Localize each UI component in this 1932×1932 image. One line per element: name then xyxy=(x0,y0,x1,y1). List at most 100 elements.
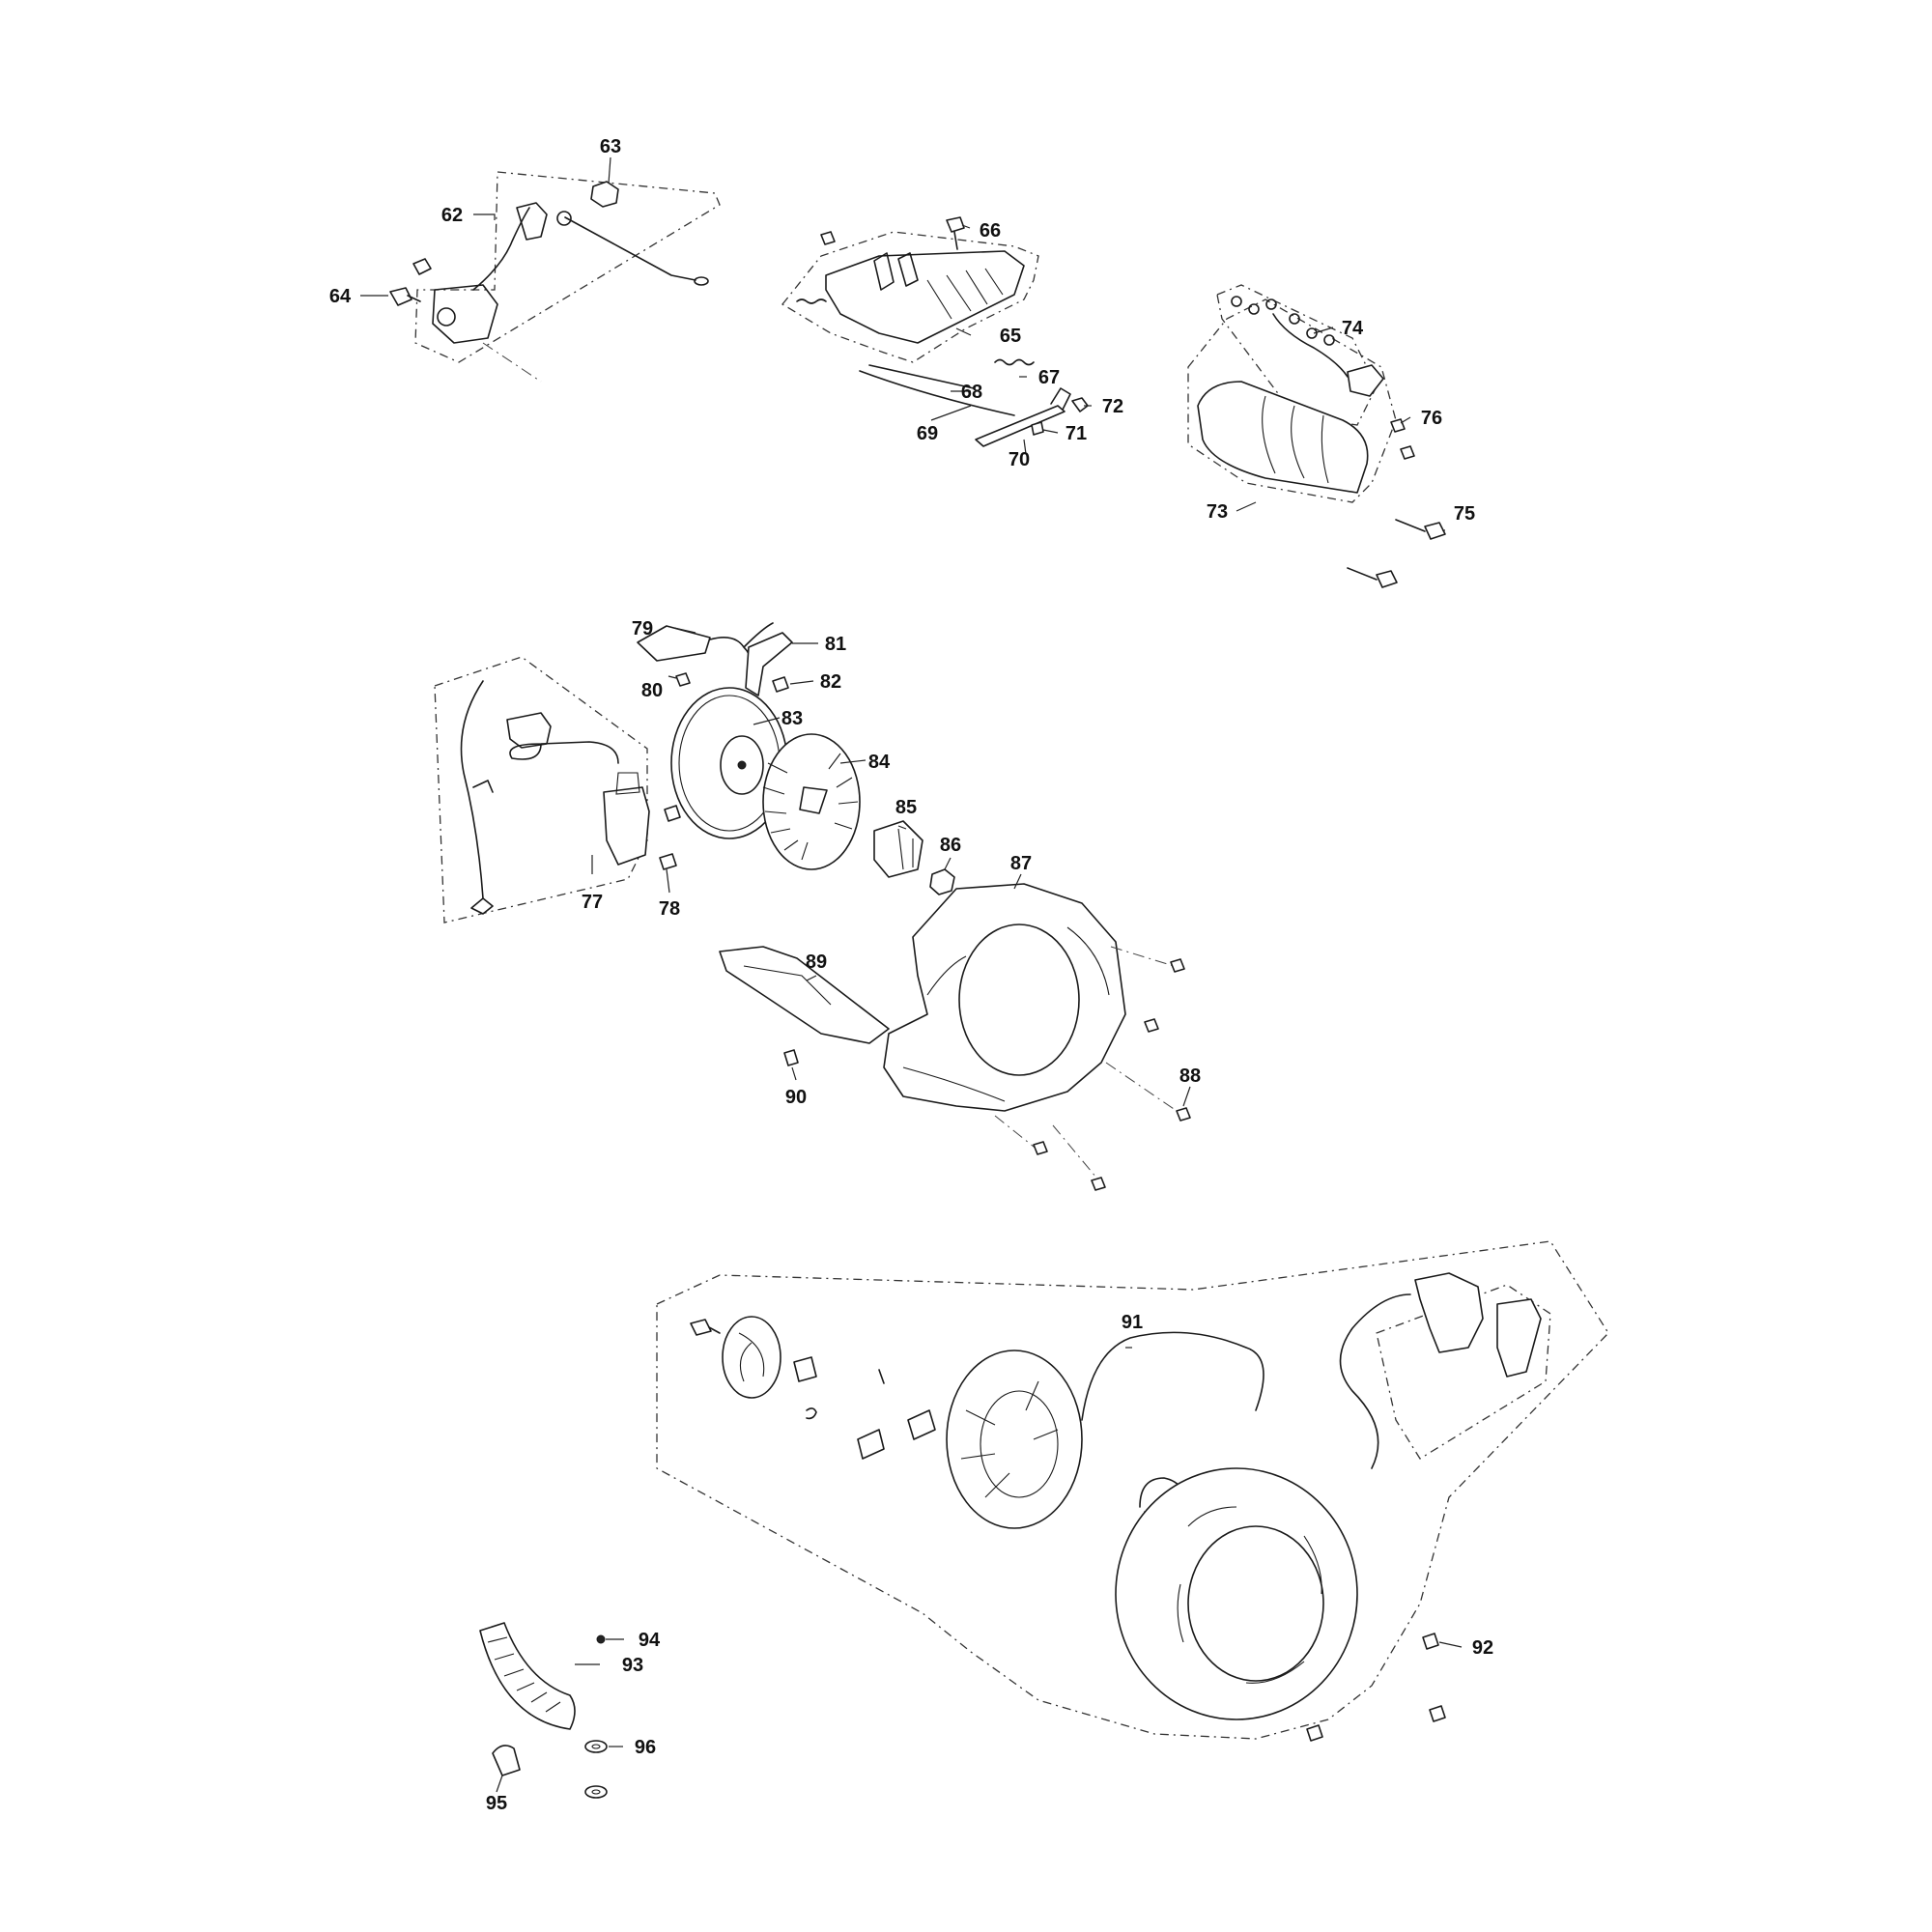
governor-cover-body xyxy=(825,250,1025,344)
label-76: 76 xyxy=(1421,408,1442,429)
group-62-boundary xyxy=(414,171,721,363)
washer-lower-icon xyxy=(584,1785,608,1799)
starter-motor-group xyxy=(1187,284,1446,588)
label-88: 88 xyxy=(1179,1065,1201,1087)
bolt-75-icon xyxy=(1424,522,1446,540)
handle-grip-insert xyxy=(1496,1298,1542,1378)
cap-95-icon xyxy=(492,1745,521,1776)
air-guide-89 xyxy=(719,946,890,1044)
sensor-mount-hole xyxy=(437,307,456,327)
washer-lower-hole xyxy=(591,1789,601,1795)
label-66: 66 xyxy=(980,220,1001,242)
solenoid-icon xyxy=(1347,364,1384,397)
bolt-64-shank xyxy=(407,295,421,302)
nut-74d-icon xyxy=(1289,313,1300,325)
label-73: 73 xyxy=(1207,501,1228,523)
spring-left xyxy=(796,298,827,304)
housing-axis-bottom xyxy=(994,1115,1102,1184)
screw-76-icon xyxy=(1390,418,1406,433)
bolt-lower-shank xyxy=(1347,567,1378,581)
clamp-band-93 xyxy=(479,1622,576,1730)
oil-sensor-body xyxy=(432,284,498,344)
sensor-79-icon xyxy=(637,625,711,662)
bolt-75-shank xyxy=(1395,519,1426,532)
pulley-inner xyxy=(980,1390,1059,1498)
label-81: 81 xyxy=(825,634,846,655)
screw-76b-icon xyxy=(1400,445,1415,460)
label-65: 65 xyxy=(1000,326,1021,347)
label-93: 93 xyxy=(622,1655,643,1676)
bolt-coil-icon xyxy=(664,805,681,822)
ignition-lead xyxy=(460,680,484,899)
starter-cup-85 xyxy=(873,820,923,878)
label-89: 89 xyxy=(806,952,827,973)
label-67: 67 xyxy=(1038,367,1060,388)
spark-plug-cap xyxy=(506,712,552,749)
nut-74c-icon xyxy=(1265,298,1277,310)
label-62: 63 xyxy=(600,136,621,157)
label-69: 69 xyxy=(917,423,938,444)
housing-contour xyxy=(902,926,1110,1102)
label-71: 71 xyxy=(1065,423,1087,444)
label-68: 68 xyxy=(961,382,982,403)
label-95: 95 xyxy=(486,1793,507,1814)
housing-axis-top xyxy=(1110,946,1175,967)
screw-66-icon xyxy=(946,216,965,233)
tie-clip xyxy=(470,780,494,915)
governor-rod-68 xyxy=(868,364,975,389)
label-86: 86 xyxy=(940,835,961,856)
rope-pulley xyxy=(946,1350,1083,1529)
spring-67 xyxy=(994,358,1035,366)
flywheel-group xyxy=(637,622,955,895)
label-96: 96 xyxy=(635,1737,656,1758)
washer-96-icon xyxy=(584,1740,608,1753)
label-84: 84 xyxy=(868,752,891,773)
screw-66-shank xyxy=(953,231,958,250)
bolt-recoil-left-icon xyxy=(690,1319,712,1336)
coil-wire xyxy=(509,741,619,764)
spring-cylinder xyxy=(793,1356,817,1382)
label-78: 78 xyxy=(659,898,680,920)
sensor-wire xyxy=(564,216,696,281)
bolt-small-icon xyxy=(412,258,432,275)
label-92: 92 xyxy=(1472,1637,1493,1659)
cover-bracket xyxy=(873,252,919,291)
label-70: 70 xyxy=(1009,449,1030,470)
cover-ribs xyxy=(926,268,1004,320)
screw-82-icon xyxy=(772,676,789,693)
ratchet-pin xyxy=(878,1369,885,1384)
label-94: 94 xyxy=(639,1630,661,1651)
label-72: 72 xyxy=(1102,396,1123,417)
bolt-90-icon xyxy=(783,1049,799,1066)
label-85: 85 xyxy=(895,797,917,818)
leader-lines xyxy=(360,156,1463,1793)
label-62b: 62 xyxy=(441,205,463,226)
starter-cable xyxy=(1272,313,1349,378)
housing-axis-mid xyxy=(1105,1062,1178,1112)
label-74: 74 xyxy=(1342,318,1364,339)
screw-88-icon xyxy=(1176,1107,1191,1122)
label-83: 83 xyxy=(781,708,803,729)
pulley-spokes xyxy=(960,1380,1059,1498)
nut-74a-icon xyxy=(1231,296,1242,307)
nut-74e-icon xyxy=(1306,327,1318,339)
fan-fins xyxy=(762,753,859,861)
ratchet-plate-detail xyxy=(738,1332,765,1382)
sensor-arm xyxy=(472,207,530,291)
fan-84 xyxy=(762,733,861,870)
screw-94-icon xyxy=(596,1634,606,1644)
nut-74f-icon xyxy=(1323,334,1335,346)
bolt-78-icon xyxy=(659,853,677,870)
bolt-recoil-b2-icon xyxy=(1306,1724,1323,1742)
nut-86-icon xyxy=(929,868,955,895)
bolt-recoil-b1-icon xyxy=(1429,1705,1446,1722)
group-74-boundary xyxy=(1216,284,1378,426)
group-65-boundary xyxy=(781,231,1039,363)
clamp-band-slots xyxy=(487,1636,561,1713)
label-80: 80 xyxy=(641,680,663,701)
label-91: 91 xyxy=(1122,1312,1143,1333)
housing-opening xyxy=(958,923,1080,1076)
ignition-coil-body xyxy=(603,786,650,866)
ignition-coil-group xyxy=(434,656,681,923)
